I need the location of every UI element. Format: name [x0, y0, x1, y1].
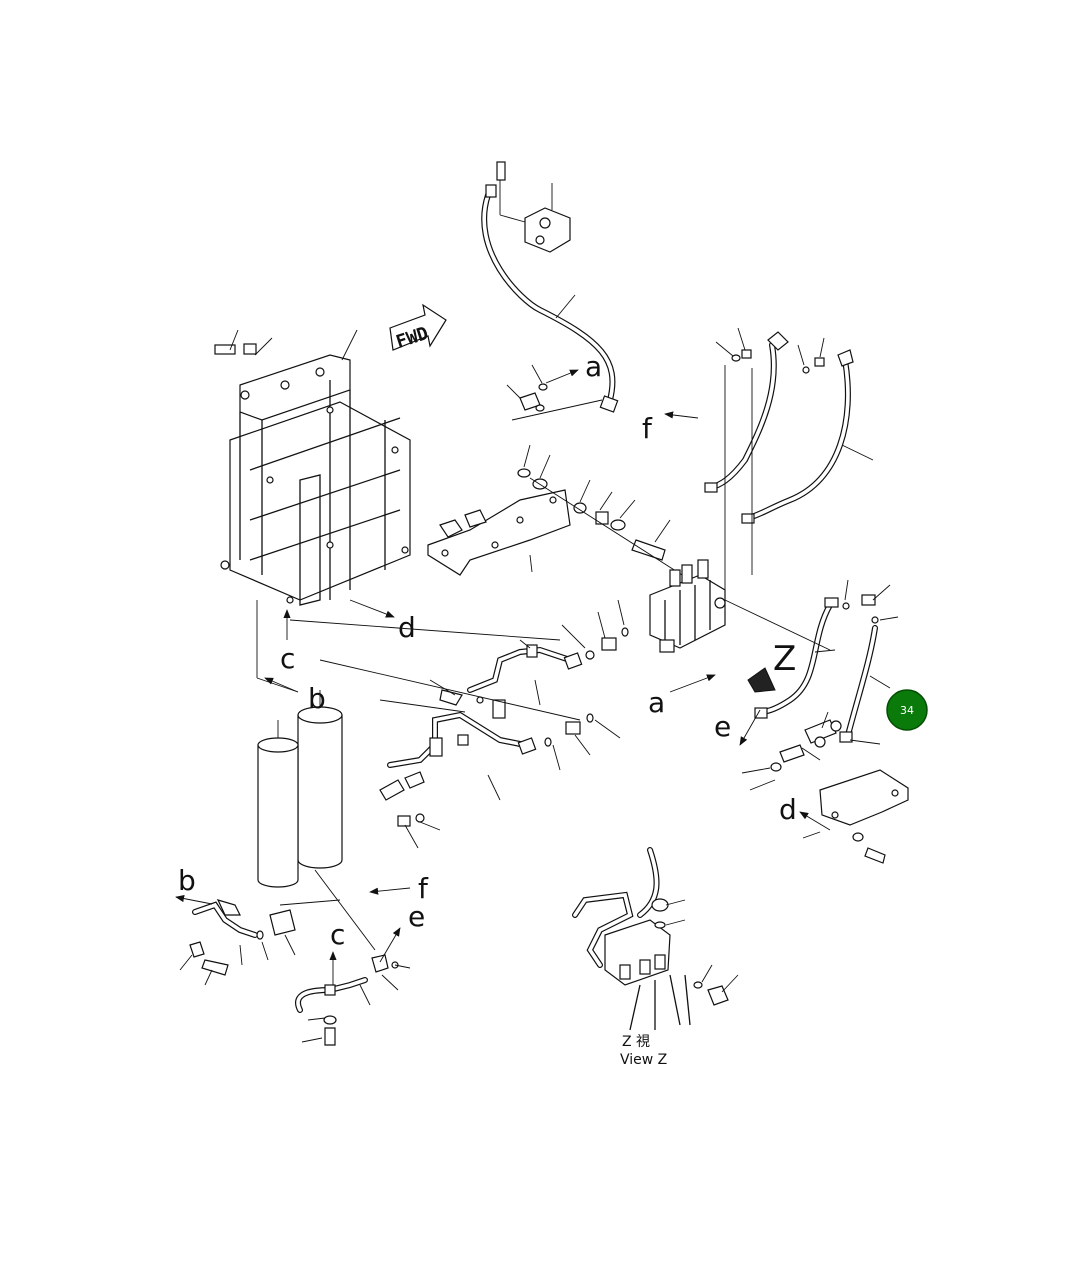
label-c-left: c	[280, 642, 295, 675]
callout-badge[interactable]: 34	[886, 689, 928, 731]
view-z-line2: View Z	[620, 1052, 667, 1068]
label-a-top: a	[585, 350, 602, 383]
label-b-left: b	[308, 682, 326, 715]
right-bottom-bracket	[741, 711, 909, 864]
right-lower-hoses	[724, 579, 899, 743]
fwd-arrow-symbol: FWD	[389, 303, 447, 353]
letter-labels: a f d c b a Z e d b f e c	[178, 350, 797, 951]
reference-arrows	[175, 369, 831, 985]
label-c-bottom: c	[330, 918, 345, 951]
center-pipes	[289, 599, 629, 849]
washers-bolt-set	[517, 444, 691, 581]
label-d-left: d	[398, 611, 416, 644]
view-z-detail: Z 視 View Z	[572, 847, 739, 1068]
label-e-bottom: e	[408, 900, 425, 933]
label-d-right: d	[779, 793, 797, 826]
label-e-right: e	[714, 710, 731, 743]
control-valve	[649, 559, 726, 653]
filter-pair	[257, 690, 376, 951]
lower-center-line	[295, 954, 411, 1046]
main-frame-bracket	[214, 329, 411, 606]
fitting-group-a	[506, 364, 603, 421]
label-b-bottom: b	[178, 864, 196, 897]
label-f-top: f	[642, 412, 653, 445]
lower-left-tube	[179, 899, 296, 986]
label-a-center: a	[648, 686, 665, 719]
top-hose-assembly	[481, 161, 619, 413]
view-z-line1: Z 視	[622, 1034, 650, 1050]
label-f-bottom: f	[418, 872, 429, 905]
label-z: Z	[773, 639, 796, 679]
mounting-plate	[427, 489, 571, 576]
callout-badge-text[interactable]: 34	[900, 704, 914, 717]
right-hoses	[704, 327, 874, 590]
